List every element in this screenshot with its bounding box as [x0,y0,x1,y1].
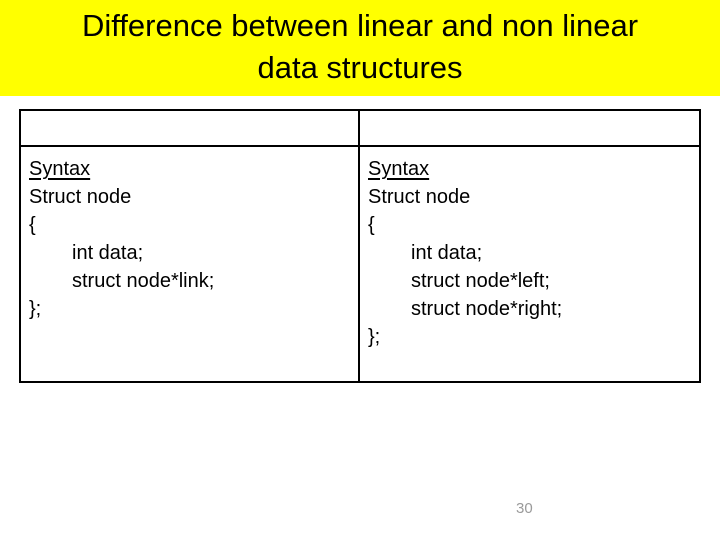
slide-title-line-2: data structures [257,50,463,85]
code-line: int data; [72,242,144,264]
code-line: Struct node [368,186,471,208]
table-header-left [21,111,360,147]
table-header-right [360,111,699,147]
code-line: { [368,214,375,236]
code-line: }; [368,326,381,348]
page-number: 30 [516,500,533,517]
code-line: }; [29,298,42,320]
code-line: { [29,214,36,236]
code-line: Syntax [368,158,430,180]
slide-title-line-1: Difference between linear and non linear [81,8,639,43]
code-line: int data; [411,242,483,264]
title-banner: Difference between linear and non linear… [0,0,720,96]
code-line: struct node*left; [411,270,550,292]
code-line: struct node*right; [411,298,563,320]
code-line: struct node*link; [72,270,215,292]
code-line: Syntax [29,158,91,180]
code-line: Struct node [29,186,132,208]
